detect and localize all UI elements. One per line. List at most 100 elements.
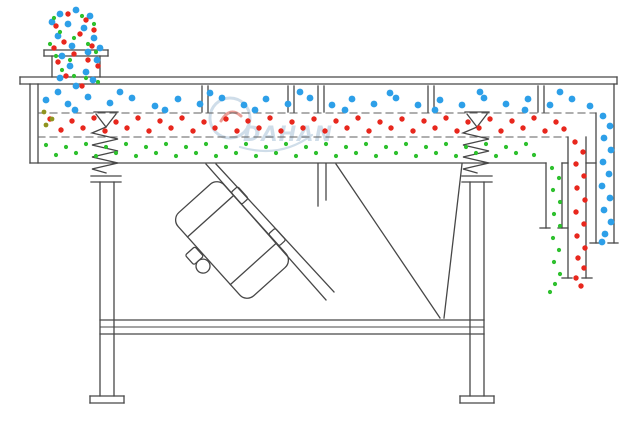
green-particle — [243, 141, 249, 147]
blue-particle — [86, 12, 94, 20]
green-particle — [343, 144, 349, 150]
blue-particle — [476, 88, 484, 96]
blue-particle — [607, 218, 615, 226]
blue-particle — [68, 42, 76, 50]
red-particle — [531, 115, 537, 121]
green-particle — [403, 141, 409, 147]
blue-particle — [116, 88, 124, 96]
blue-particle — [306, 94, 314, 102]
blue-particle — [546, 101, 554, 109]
blue-particle — [82, 68, 90, 76]
red-particle — [542, 128, 548, 134]
green-particle — [550, 187, 556, 193]
green-particle — [133, 153, 139, 159]
green-particle — [333, 153, 339, 159]
red-particle — [573, 275, 579, 281]
blue-particle — [605, 170, 613, 178]
red-particle — [476, 125, 482, 131]
red-particle — [278, 128, 284, 134]
green-particle — [523, 141, 529, 147]
red-particle — [575, 255, 581, 261]
green-particle — [393, 150, 399, 156]
red-particle — [388, 125, 394, 131]
green-particle — [313, 150, 319, 156]
red-particle — [377, 119, 383, 125]
red-particle — [53, 23, 59, 29]
green-particle — [549, 165, 555, 171]
red-particle — [212, 125, 218, 131]
red-particle — [573, 209, 579, 215]
blue-particle — [607, 146, 615, 154]
red-particle — [498, 128, 504, 134]
red-particle — [51, 45, 57, 51]
green-particle — [183, 144, 189, 150]
red-particle — [102, 128, 108, 134]
green-particle — [71, 73, 77, 79]
support-leg-left — [89, 181, 125, 404]
red-particle — [366, 128, 372, 134]
green-particle — [93, 49, 99, 55]
green-particle — [551, 211, 557, 217]
blue-particle — [72, 6, 80, 14]
green-particle — [113, 150, 119, 156]
blue-particle — [84, 93, 92, 101]
red-particle — [289, 119, 295, 125]
red-particle — [146, 128, 152, 134]
blue-particle — [161, 106, 169, 114]
blue-particle — [524, 95, 532, 103]
green-particle — [73, 150, 79, 156]
blue-particle — [64, 20, 72, 28]
green-particle — [557, 199, 563, 205]
red-particle — [333, 118, 339, 124]
motor-foot — [268, 228, 286, 246]
red-particle — [465, 119, 471, 125]
motor-foot — [231, 186, 249, 205]
green-particle — [123, 141, 129, 147]
green-particle — [43, 142, 49, 148]
blue-particle — [90, 34, 98, 42]
green-particle — [83, 75, 89, 81]
red-particle — [432, 125, 438, 131]
motor-junction-box — [185, 246, 204, 265]
dahan-watermark-logo: DAHAN — [208, 96, 333, 153]
blue-particle — [480, 94, 488, 102]
red-particle — [95, 63, 101, 69]
red-particle — [168, 125, 174, 131]
watermark-text: DAHAN — [243, 122, 333, 146]
green-particle — [463, 144, 469, 150]
red-particle — [63, 73, 69, 79]
blue-particle — [386, 89, 394, 97]
v-brace-left — [335, 163, 441, 319]
blue-particle — [218, 94, 226, 102]
cross-beam — [99, 319, 485, 335]
red-particle — [85, 57, 91, 63]
green-particle — [213, 153, 219, 159]
support-leg-right — [459, 181, 495, 404]
green-particle — [303, 144, 309, 150]
red-particle — [574, 185, 580, 191]
green-particle — [173, 153, 179, 159]
red-particle — [157, 118, 163, 124]
green-particle — [203, 141, 209, 147]
green-particle — [47, 41, 53, 47]
green-particle — [483, 141, 489, 147]
red-particle — [89, 43, 95, 49]
red-particle — [91, 115, 97, 121]
green-particle — [63, 144, 69, 150]
red-particle — [582, 197, 588, 203]
green-particle — [551, 259, 557, 265]
blue-particle — [348, 95, 356, 103]
red-particle — [91, 27, 97, 33]
red-particle — [553, 119, 559, 125]
blue-particle — [568, 95, 576, 103]
green-particle — [413, 153, 419, 159]
blue-particle — [502, 100, 510, 108]
green-particle — [153, 150, 159, 156]
blue-particle — [206, 89, 214, 97]
blue-particle — [106, 99, 114, 107]
green-particle — [283, 141, 289, 147]
blue-particle — [606, 122, 614, 130]
green-particle — [95, 79, 101, 85]
blue-particle — [431, 106, 439, 114]
blue-particle — [42, 96, 50, 104]
